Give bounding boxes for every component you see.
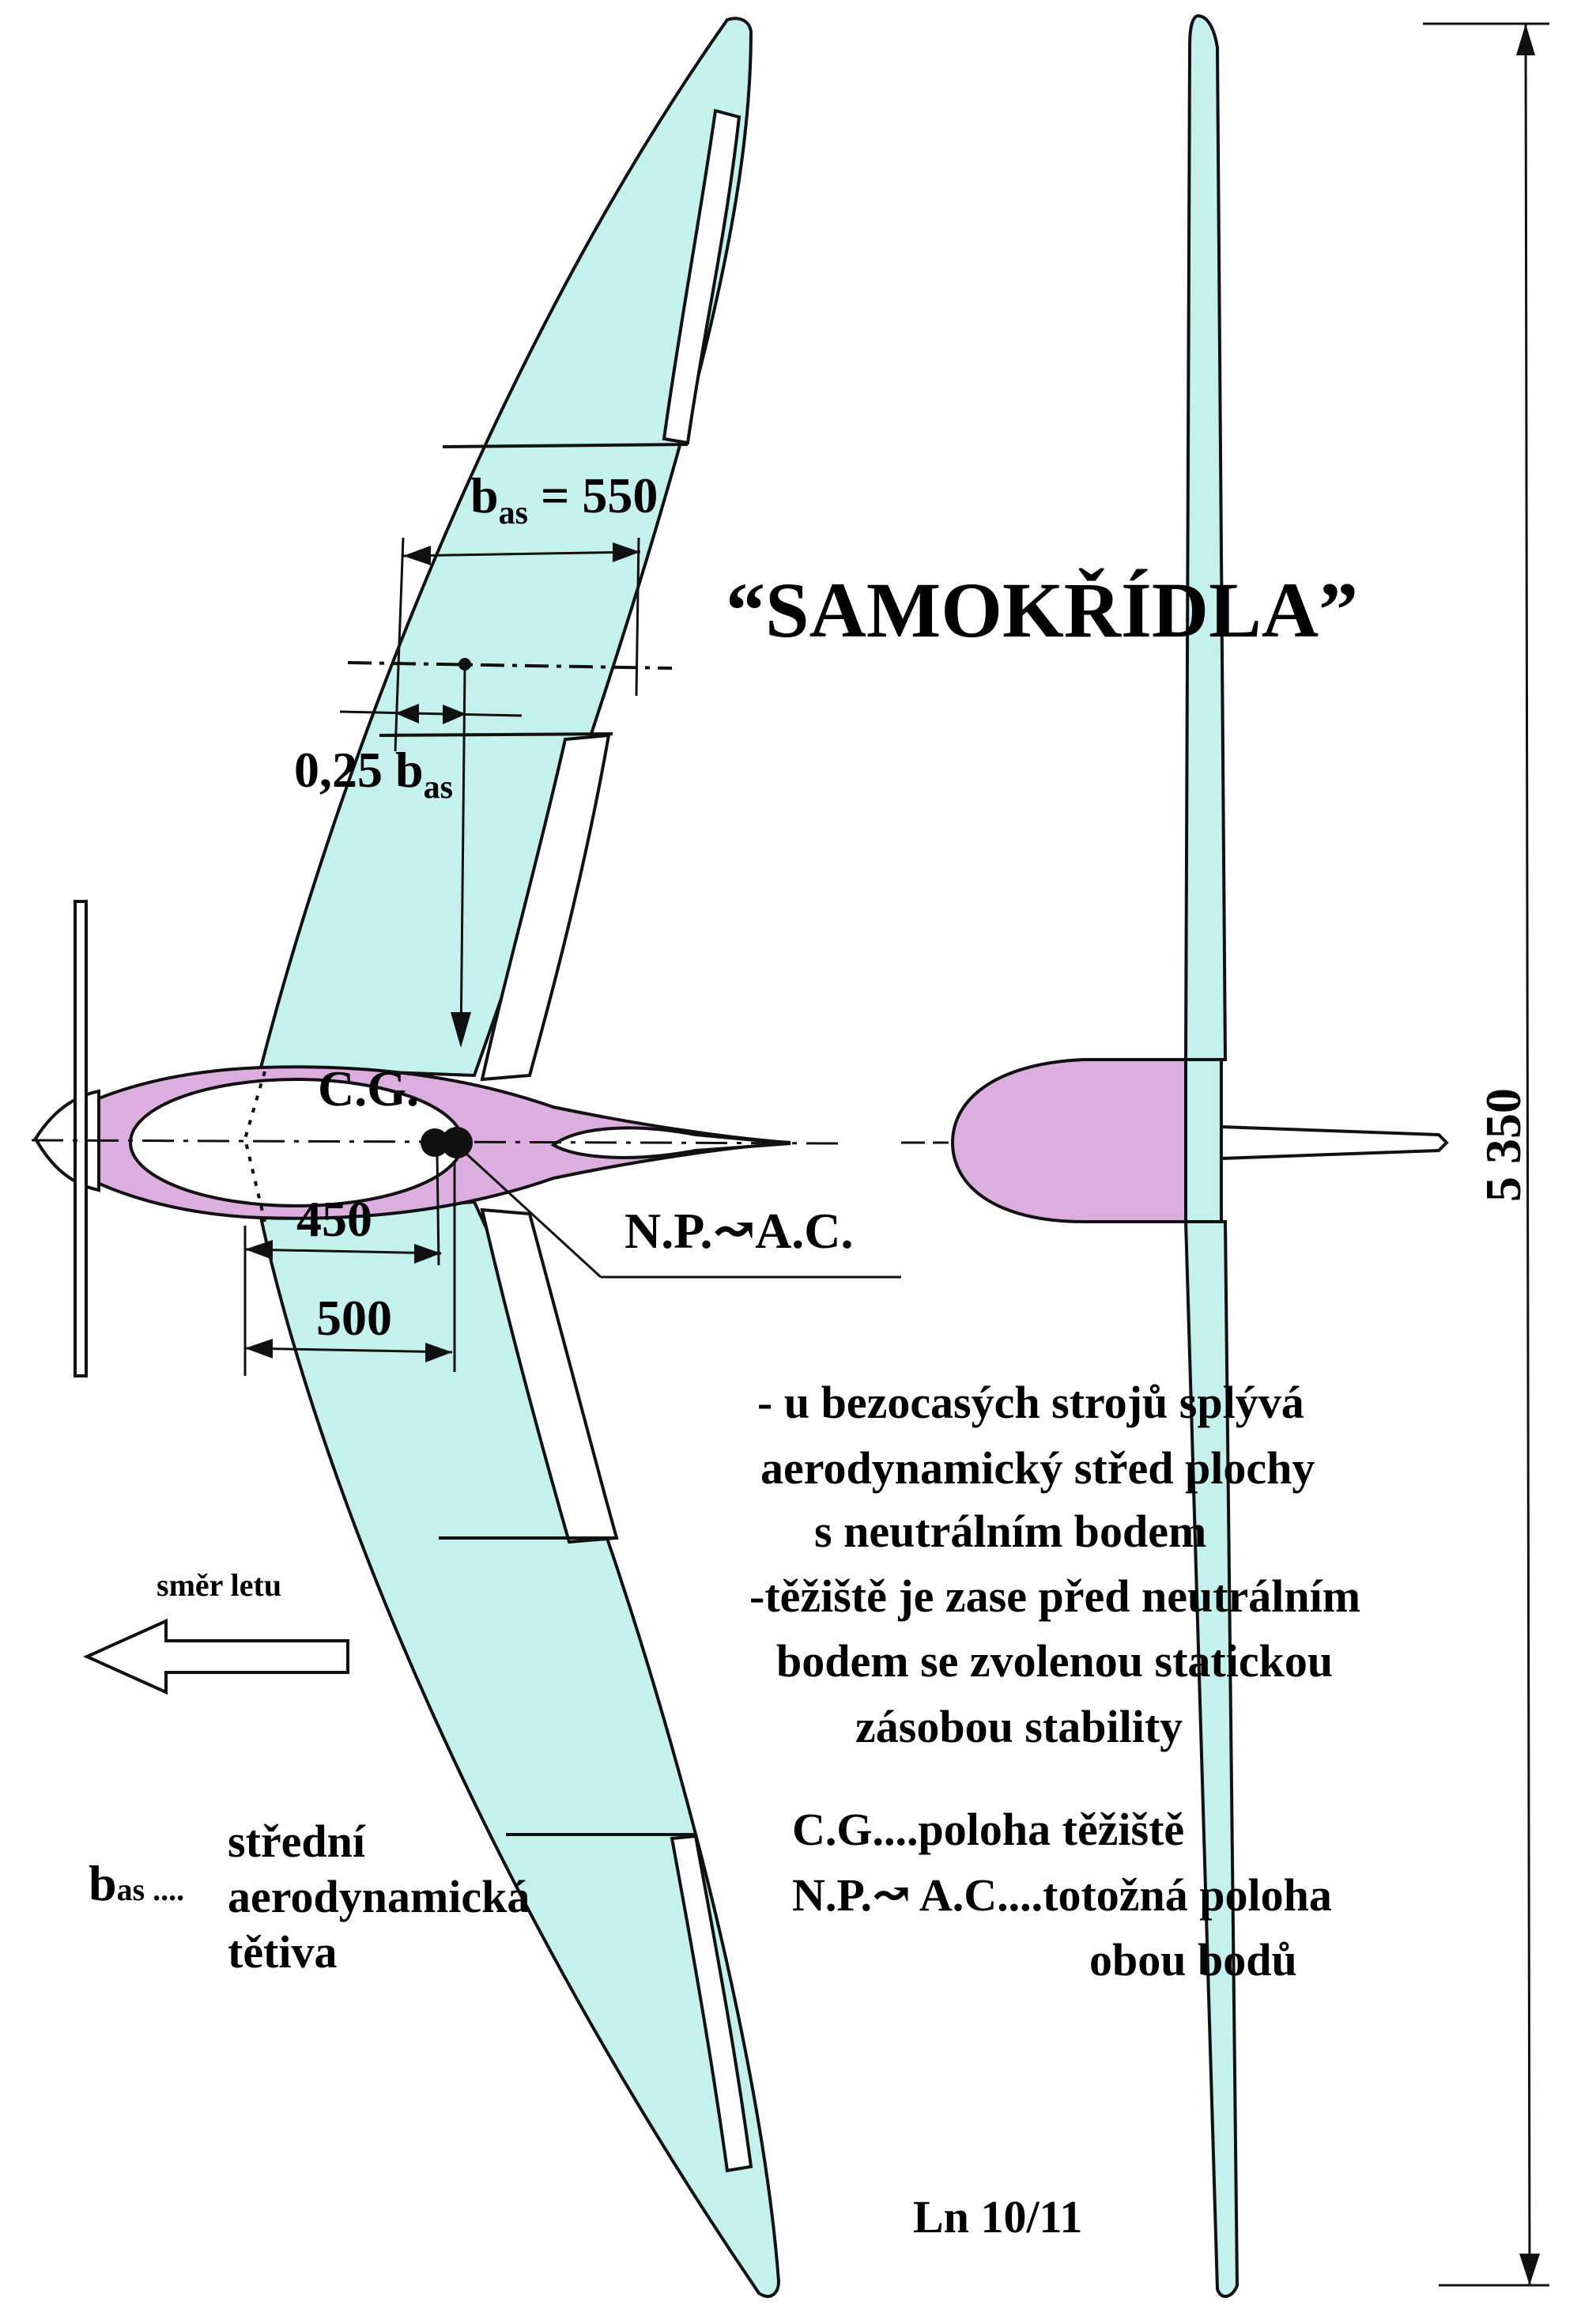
span-dim-line bbox=[1524, 23, 1531, 2286]
dim-450-arrow-left bbox=[245, 1240, 273, 1260]
upper-wing-half bbox=[258, 17, 753, 1078]
quarter-to-np-arrow bbox=[459, 667, 466, 1045]
dim-450-line bbox=[244, 1248, 442, 1255]
span-arrow-top bbox=[1516, 24, 1535, 55]
quarter-arrow-left bbox=[395, 704, 419, 724]
dim-450-arrow-right bbox=[414, 1244, 441, 1264]
quarter-dim-line bbox=[339, 710, 523, 717]
dim-500-line bbox=[244, 1347, 453, 1354]
upper-elevon-hinge-1 bbox=[442, 443, 689, 448]
legend-bas-symbol: bas .... bbox=[89, 1855, 185, 1911]
upper-elevon-outer bbox=[662, 108, 741, 445]
span-arrow-bottom bbox=[1519, 2254, 1540, 2285]
bas-label: bas = 550 bbox=[470, 467, 658, 531]
np-mark bbox=[441, 1127, 473, 1158]
description-line-3: s neutrálním bodem bbox=[814, 1506, 1207, 1557]
bas-arrow-right bbox=[613, 542, 640, 562]
lower-wing-half bbox=[258, 1200, 781, 2298]
description-line-5: bodem se zvolenou statickou bbox=[776, 1635, 1334, 1687]
side-tail-boom bbox=[1220, 1124, 1449, 1161]
legend-bas-line-1: střední bbox=[228, 1816, 365, 1867]
flight-direction-arrow bbox=[83, 1618, 349, 1695]
quarter-chord-point bbox=[458, 658, 471, 671]
dim-500-arrow-left bbox=[245, 1339, 273, 1359]
side-wing-top bbox=[1183, 13, 1228, 1061]
quarter-chord-line bbox=[347, 661, 673, 670]
legend-np-ac-2: obou bodů bbox=[1089, 1934, 1297, 1986]
quarter-chord-label: 0,25 bas bbox=[294, 742, 453, 806]
np-leader bbox=[457, 1145, 602, 1279]
description-line-4: -těžiště je zase před neutrálním bbox=[749, 1570, 1361, 1622]
bas-arrow-left bbox=[403, 546, 431, 565]
side-fuselage bbox=[950, 1058, 1223, 1223]
cg-label: C.G. bbox=[318, 1060, 419, 1117]
cg-mark bbox=[421, 1128, 449, 1157]
quarter-to-np-arrowhead bbox=[451, 1012, 471, 1048]
legend-bas-line-3: tětiva bbox=[228, 1926, 338, 1978]
side-wing-bottom bbox=[1183, 1220, 1240, 2298]
footer-code: Ln 10/11 bbox=[913, 2191, 1083, 2243]
dim-450-label: 450 bbox=[296, 1191, 372, 1247]
bas-dim-line bbox=[402, 550, 641, 557]
np-ac-label: N.P.↝A.C. bbox=[624, 1203, 854, 1259]
upper-elevon-inner bbox=[480, 733, 611, 1082]
propeller-blade bbox=[74, 900, 88, 1377]
description-line-1: - u bezocasých strojů splývá bbox=[757, 1377, 1304, 1428]
quarter-arrow-right bbox=[443, 705, 466, 724]
diagram-title: “SAMOKŘÍDLA” bbox=[726, 566, 1359, 654]
flight-direction-label: směr letu bbox=[157, 1567, 282, 1603]
lower-elevon-outer bbox=[670, 1834, 753, 2173]
upper-elevon-hinge-2 bbox=[379, 732, 613, 737]
root-chord-dots bbox=[243, 1071, 266, 1222]
legend-np-ac: N.P.↝ A.C....totožná poloha bbox=[792, 1869, 1332, 1921]
side-fuselage-cap bbox=[1184, 1058, 1223, 1223]
description-line-6: zásobou stability bbox=[855, 1701, 1183, 1752]
bas-ext-right bbox=[635, 537, 640, 697]
dim-450-ext bbox=[436, 1154, 440, 1266]
bas-ext-left bbox=[394, 537, 405, 752]
span-label: 5 350 bbox=[1475, 1088, 1531, 1202]
legend-bas-line-2: aerodynamická bbox=[228, 1871, 530, 1922]
tail-fin bbox=[550, 1126, 791, 1159]
dim-500-label: 500 bbox=[316, 1290, 392, 1346]
description-line-2: aerodynamický střed plochy bbox=[760, 1442, 1315, 1494]
legend-cg: C.G....poloha těžiště bbox=[792, 1804, 1185, 1855]
dim-500-arrow-right bbox=[425, 1343, 452, 1362]
